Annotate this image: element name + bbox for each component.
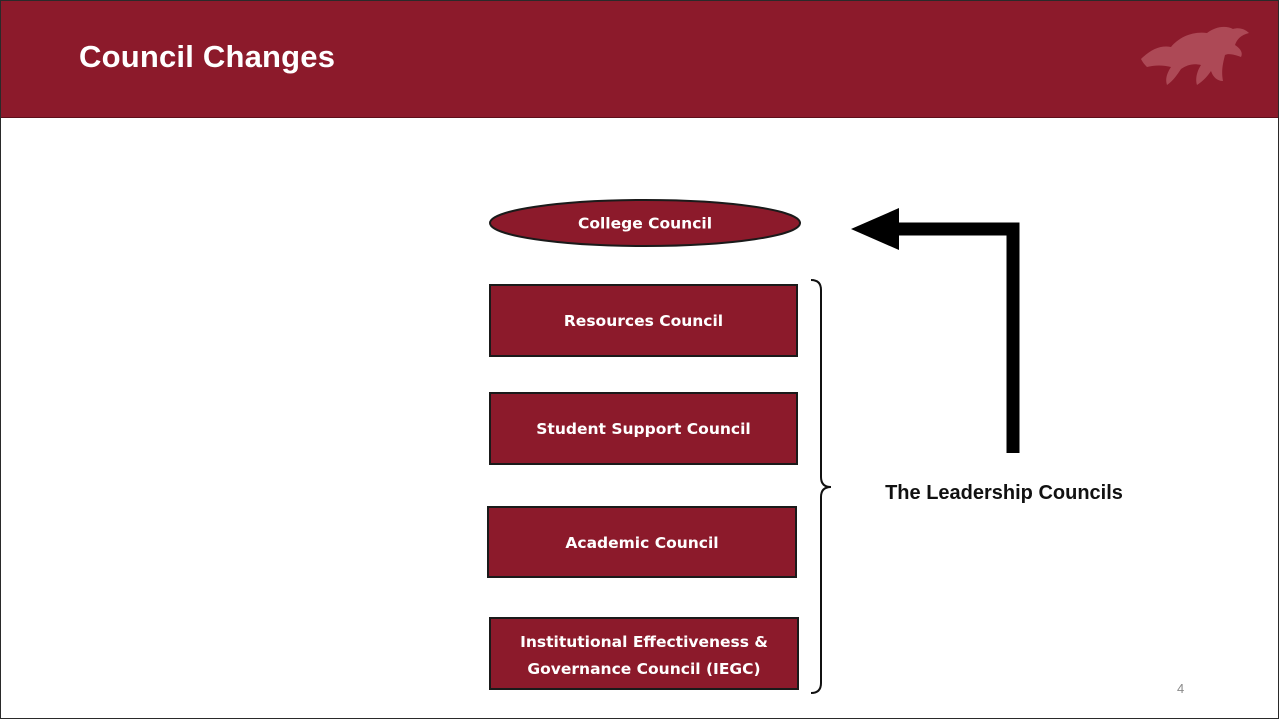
leadership-councils-label: The Leadership Councils xyxy=(885,482,1123,504)
resources-council-box: Resources Council xyxy=(489,284,798,357)
academic-council-box: Academic Council xyxy=(487,506,797,578)
slide-header: Council Changes xyxy=(1,1,1278,118)
college-council-label: College Council xyxy=(578,215,712,233)
iegc-label-line-2: Governance Council (IEGC) xyxy=(527,660,760,678)
college-council-node: College Council xyxy=(489,199,801,247)
horse-logo-icon xyxy=(1141,26,1249,85)
student-support-council-box: Student Support Council xyxy=(489,392,798,465)
slide-title: Council Changes xyxy=(79,39,336,74)
resources-council-label: Resources Council xyxy=(564,312,723,330)
academic-council-label: Academic Council xyxy=(565,534,718,552)
student-support-council-label: Student Support Council xyxy=(536,420,750,438)
iegc-label-line-1: Institutional Effectiveness & xyxy=(520,633,768,651)
arrow-to-college-council xyxy=(851,208,1020,453)
page-number: 4 xyxy=(1177,681,1185,696)
iegc-council-box: Institutional Effectiveness & Governance… xyxy=(489,617,799,690)
leadership-councils-brace xyxy=(810,279,832,694)
